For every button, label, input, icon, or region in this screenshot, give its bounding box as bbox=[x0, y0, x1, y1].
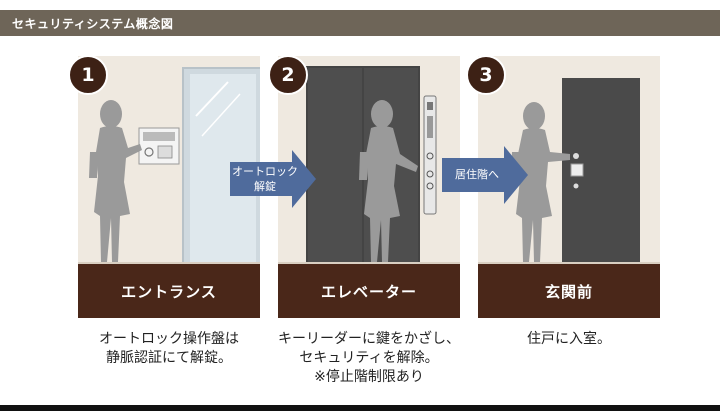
caption-elevator: エレベーター bbox=[278, 264, 460, 318]
floor-line bbox=[78, 262, 260, 265]
panel-elevator: エレベーター bbox=[278, 56, 460, 318]
floor-line bbox=[278, 262, 460, 265]
elevator-button bbox=[426, 170, 434, 178]
desc-elevator-line-1: キーリーダーに鍵をかざし、 bbox=[278, 331, 460, 347]
autolock-panel-keypad bbox=[157, 145, 173, 159]
desc-entrance-line-1: オートロック操作盤は bbox=[99, 331, 239, 347]
step-badge-1: 1 bbox=[68, 55, 108, 95]
arrow-to-floor-line-1: 居住階へ bbox=[455, 168, 499, 181]
elevator-scene bbox=[278, 66, 460, 265]
door-lock bbox=[573, 183, 579, 189]
arrow-right-icon bbox=[442, 146, 528, 204]
key-reader-panel bbox=[423, 95, 437, 215]
desc-elevator-line-2: セキュリティを解除。 bbox=[299, 350, 439, 366]
arrow-autolock-label: オートロック 解錠 bbox=[230, 164, 300, 194]
glass-reflection bbox=[195, 81, 229, 117]
elevator-button bbox=[426, 182, 434, 190]
person-silhouette bbox=[89, 100, 142, 262]
arrow-right-icon bbox=[230, 150, 316, 208]
step-badge-2: 2 bbox=[268, 55, 308, 95]
caption-entrance: エントランス bbox=[78, 264, 260, 318]
desc-entrance-line-2: 静脈認証にて解錠。 bbox=[106, 350, 232, 366]
front-door-scene bbox=[478, 78, 660, 265]
desc-front-door: 住戸に入室。 bbox=[459, 330, 679, 349]
elevator-door-left bbox=[308, 68, 362, 264]
caption-front-door: 玄関前 bbox=[478, 264, 660, 318]
arrow-autolock-line-2: 解錠 bbox=[254, 180, 276, 193]
door-key-reader bbox=[570, 163, 584, 177]
autolock-panel-display bbox=[143, 132, 175, 141]
person-silhouette bbox=[359, 100, 418, 262]
floor-line bbox=[478, 262, 660, 265]
desc-entrance: オートロック操作盤は 静脈認証にて解錠。 bbox=[59, 330, 279, 368]
door-handle bbox=[573, 153, 579, 159]
elevator-button bbox=[426, 152, 434, 160]
key-reader-slot bbox=[427, 116, 433, 138]
desc-elevator: キーリーダーに鍵をかざし、 セキュリティを解除。 ※停止階制限あり bbox=[259, 330, 479, 387]
arrow-to-floor-label: 居住階へ bbox=[442, 167, 512, 182]
title-bar: セキュリティシステム概念図 bbox=[0, 10, 720, 36]
arrow-to-floor: 居住階へ bbox=[442, 146, 530, 204]
glass-reflection bbox=[201, 93, 241, 137]
step-badge-3: 3 bbox=[466, 55, 506, 95]
diagram-title: セキュリティシステム概念図 bbox=[12, 17, 174, 31]
desc-elevator-line-3: ※停止階制限あり bbox=[314, 369, 424, 385]
key-reader-slot bbox=[427, 102, 433, 110]
desc-front-door-line-1: 住戸に入室。 bbox=[527, 331, 611, 347]
autolock-panel-button bbox=[144, 147, 154, 157]
arrow-autolock-line-1: オートロック bbox=[232, 165, 298, 178]
arrow-autolock: オートロック 解錠 bbox=[230, 150, 318, 208]
